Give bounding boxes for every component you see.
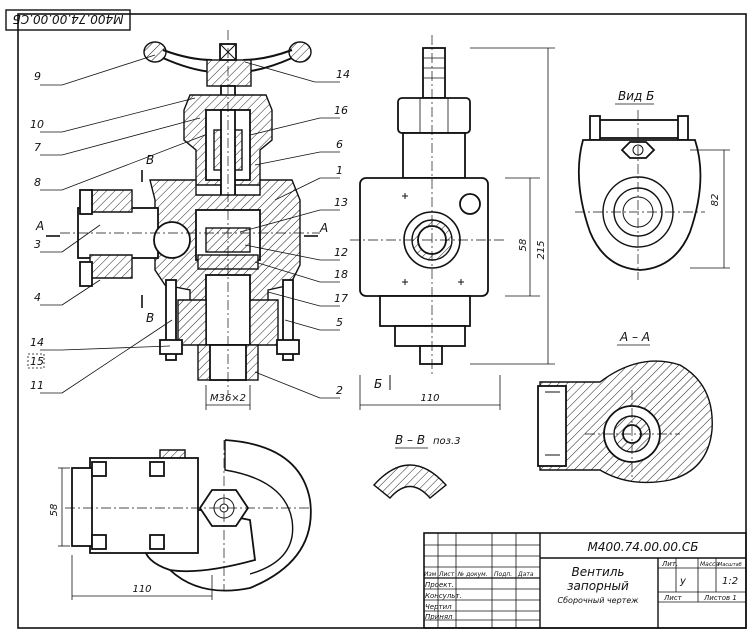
section-mark-a-left: А [35,219,44,233]
total-height-dimension: 215 [536,240,547,259]
label-pos-8: 8 [34,176,41,189]
front-width-dimension: 110 [420,393,439,404]
stamp-code: М400.74.00.00.СБ [13,12,124,26]
label-pos-18: 18 [334,268,348,281]
rotated-stamp: М400.74.00.00.СБ [5,9,131,31]
tb-role-project: Проект. [425,581,454,589]
tb-sheet-label: Лист [663,594,683,602]
label-pos-17: 17 [334,292,348,305]
side-view: 110 58 215 [350,35,555,410]
tb-col-doc: № докум. [457,571,488,578]
label-pos-2: 2 [336,384,343,397]
front-section-view: М36×2 [60,30,320,410]
tb-name-line1: Вентиль [572,565,625,579]
tb-col-izm: Изм [424,571,437,578]
tb-code: М400.74.00.00.СБ [588,540,699,554]
section-a-a-title: А – А [619,330,650,344]
title-block: Изм Лист № докум. Подп. Дата Проект. Кон… [423,532,747,629]
view-b-height-dimension: 82 [710,194,721,207]
top-height-dimension: 58 [49,504,60,517]
inner-height-dimension: 58 [518,239,529,252]
leader-lines [40,54,340,399]
tb-name-line2: запорный [567,579,629,593]
label-pos-13: 13 [334,196,348,209]
position-labels: 9 14 10 16 7 6 8 1 13 3 12 18 4 17 5 14 … [27,68,350,397]
tb-role-accepted: Принял [425,613,453,621]
top-view: 58 110 [49,439,312,600]
sheet-frame [17,13,747,629]
tb-scale-value: 1:2 [722,576,738,587]
tb-role-consult: Консульт. [425,592,462,600]
tb-col-sign: Подп. [494,571,512,578]
label-pos-10: 10 [30,118,44,131]
view-b-title: Вид Б [618,89,654,103]
label-pos-7: 7 [34,141,41,154]
top-width-dimension: 110 [132,584,151,595]
label-pos-16: 16 [334,104,348,117]
section-b-b-note: поз.3 [433,436,461,447]
section-a-a: А – А [537,330,713,484]
tb-mass-label: Масса [700,561,719,568]
section-mark-a-right: А [319,221,328,235]
tb-role-drew: Чертил [425,603,452,611]
label-pos-5: 5 [336,316,343,329]
section-b-b: В – В поз.3 [372,433,461,499]
thread-dimension: М36×2 [210,393,246,404]
label-pos-3: 3 [34,238,41,251]
section-marks: А А В В Б [35,153,391,391]
tb-col-date: Дата [517,571,534,578]
label-pos-14-bottom: 14 [30,336,44,349]
label-pos-14-top: 14 [336,68,350,81]
view-mark-b-side: Б [374,377,382,391]
tb-col-list: Лист [438,571,455,578]
label-pos-11: 11 [30,379,44,392]
tb-doc-type: Сборочный чертеж [558,596,640,605]
tb-lit-value: у [679,576,687,587]
label-pos-1: 1 [336,164,343,177]
label-pos-4: 4 [34,291,41,304]
section-b-b-title: В – В [395,433,425,447]
label-pos-6: 6 [336,138,343,151]
label-pos-15: 15 [30,355,44,368]
section-mark-b-bottom: В [146,311,154,325]
label-pos-9: 9 [34,70,41,83]
section-mark-b-top: В [146,153,154,167]
tb-lit-label: Лит. [661,560,678,568]
tb-sheets-label: Листов 1 [703,594,737,602]
label-pos-12: 12 [334,246,348,259]
tb-scale-label: Масштаб [718,562,742,568]
view-b: Вид Б 82 [575,89,730,280]
